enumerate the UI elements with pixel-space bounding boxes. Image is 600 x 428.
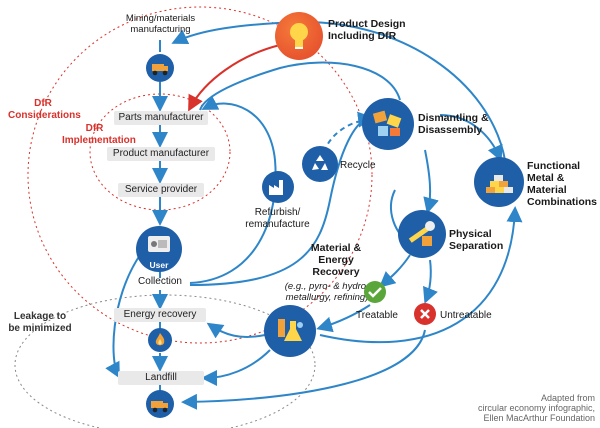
physical-separation-label: Physical Separation: [449, 228, 504, 253]
truck-icon: [146, 54, 174, 82]
dfr-arrow: [188, 44, 281, 112]
service-provider-box: Service provider: [118, 183, 204, 197]
dfr-implementation-label: DfR Implementation: [62, 123, 136, 146]
leakage-label: Leakage to be minimized: [8, 311, 72, 334]
dismantling-label: Dismantling & Disassembly: [418, 112, 489, 137]
metal-bars-icon: [474, 157, 524, 207]
mer-detail-label: (e.g., pyro- & hydro-metallurgy, refinin…: [284, 281, 370, 303]
x-icon: [414, 303, 436, 325]
lab-flask-icon: [264, 305, 316, 357]
collection-label: Collection: [138, 276, 182, 287]
factory-icon: [262, 171, 294, 203]
refurbish-label: Refurbish/ remanufacture: [245, 207, 310, 230]
energy-recovery-box: Energy recovery: [114, 308, 206, 322]
credit-line-1: Adapted from: [540, 393, 595, 403]
user-icon: [136, 226, 182, 272]
user-label: User: [149, 260, 169, 270]
product-manufacturer-box: Product manufacturer: [107, 147, 215, 161]
mining-label: Mining/materials manufacturing: [125, 13, 196, 35]
recycle-icon: [302, 146, 338, 182]
material-energy-recovery-label: Material & Energy Recovery: [310, 242, 362, 279]
untreatable-label: Untreatable: [440, 310, 492, 321]
functional-metal-label: Functional Metal & Material Combinations: [527, 160, 597, 209]
dismantling-icon: [362, 98, 414, 150]
product-design-label: Product Design Including DfR: [328, 18, 406, 43]
credit-line-2: circular economy infographic,: [477, 403, 595, 413]
recycle-label: Recycle: [340, 160, 376, 171]
lightbulb-icon: [275, 12, 323, 60]
credit-line-3: Ellen MacArthur Foundation: [483, 413, 595, 423]
landfill-truck-icon: [146, 390, 174, 418]
treatable-label: Treatable: [356, 310, 398, 321]
landfill-box: Landfill: [118, 371, 204, 385]
dfr-considerations-circle: [27, 6, 373, 344]
parts-manufacturer-box: Parts manufacturer: [114, 111, 208, 125]
fire-icon: [148, 328, 172, 352]
check-icon: [364, 281, 386, 303]
dfr-considerations-label: DfR Considerations: [8, 98, 81, 121]
separation-icon: [398, 210, 446, 258]
